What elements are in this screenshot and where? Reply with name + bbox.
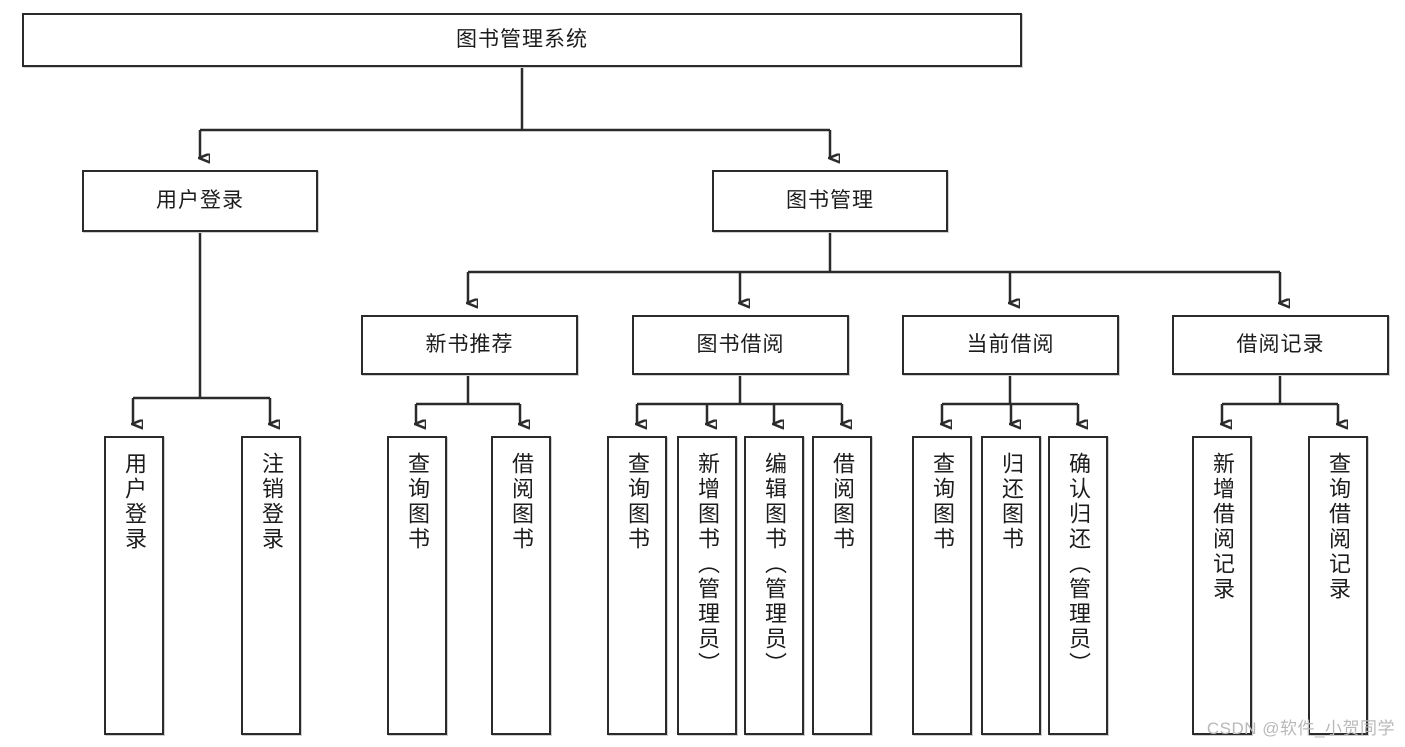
node-label: 新书推荐 <box>425 333 514 357</box>
leaf-borrow-query-book[interactable]: 查询图书 <box>607 436 667 735</box>
csdn-watermark: CSDN @软件_小贺同学 <box>1206 719 1395 738</box>
node-new-book-recommend[interactable]: 新书推荐 <box>361 315 578 375</box>
node-label: 查询图书 <box>405 452 430 552</box>
node-label: 图书管理系统 <box>456 28 588 52</box>
node-book-management[interactable]: 图书管理 <box>712 170 948 232</box>
leaf-borrow-borrow-book[interactable]: 借阅图书 <box>812 436 872 735</box>
node-label: 查询图书 <box>930 452 955 552</box>
node-label: 编辑图书（管理员） <box>762 452 787 677</box>
node-label: 新增借阅记录 <box>1210 452 1235 602</box>
node-label: 归还图书 <box>999 452 1024 552</box>
leaf-recommend-borrow-book[interactable]: 借阅图书 <box>491 436 551 735</box>
node-label: 图书借阅 <box>696 333 785 357</box>
node-label: 用户登录 <box>122 452 147 552</box>
leaf-borrow-edit-book-admin[interactable]: 编辑图书（管理员） <box>744 436 804 735</box>
leaf-current-confirm-return-admin[interactable]: 确认归还（管理员） <box>1048 436 1108 735</box>
node-label: 借阅图书 <box>509 452 534 552</box>
leaf-current-return-book[interactable]: 归还图书 <box>981 436 1041 735</box>
leaf-user-logout[interactable]: 注销登录 <box>241 436 301 735</box>
node-label: 新增图书（管理员） <box>695 452 720 677</box>
node-label: 当前借阅 <box>966 333 1055 357</box>
node-label: 查询图书 <box>625 452 650 552</box>
node-label: 借阅图书 <box>830 452 855 552</box>
leaf-user-login-do[interactable]: 用户登录 <box>104 436 164 735</box>
node-book-borrow[interactable]: 图书借阅 <box>632 315 849 375</box>
node-root-system[interactable]: 图书管理系统 <box>22 13 1022 67</box>
node-label: 确认归还（管理员） <box>1066 452 1091 677</box>
node-label: 查询借阅记录 <box>1326 452 1351 602</box>
leaf-record-add[interactable]: 新增借阅记录 <box>1192 436 1252 735</box>
leaf-current-query-book[interactable]: 查询图书 <box>912 436 972 735</box>
node-borrow-record[interactable]: 借阅记录 <box>1172 315 1389 375</box>
leaf-record-query[interactable]: 查询借阅记录 <box>1308 436 1368 735</box>
node-label: 注销登录 <box>259 452 284 552</box>
node-label: 图书管理 <box>786 189 874 213</box>
node-user-login[interactable]: 用户登录 <box>82 170 318 232</box>
node-label: 用户登录 <box>156 189 244 213</box>
node-label: 借阅记录 <box>1236 333 1325 357</box>
leaf-borrow-add-book-admin[interactable]: 新增图书（管理员） <box>677 436 737 735</box>
leaf-recommend-query-book[interactable]: 查询图书 <box>387 436 447 735</box>
node-current-borrow[interactable]: 当前借阅 <box>902 315 1119 375</box>
